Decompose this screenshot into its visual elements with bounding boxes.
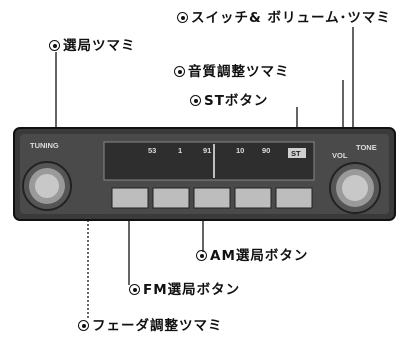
tuning-knob[interactable] xyxy=(22,161,72,211)
st-button[interactable] xyxy=(288,148,306,158)
dial-window xyxy=(103,141,315,181)
preset-button-4[interactable] xyxy=(234,187,272,209)
panel-tone-text: TONE xyxy=(356,143,377,152)
dial-number-1: 53 xyxy=(148,146,156,155)
panel-volume-text: VOL xyxy=(332,151,348,160)
preset-button-3[interactable] xyxy=(193,187,231,209)
fader-knob-label: フェーダ調整ツマミ xyxy=(78,318,223,334)
fm-buttons-label: FM選局ボタン xyxy=(129,282,240,298)
preset-button-5[interactable] xyxy=(275,187,313,209)
st-button-label: STボタン xyxy=(190,93,268,109)
bullet-icon xyxy=(196,250,207,261)
dial-number-3: 91 xyxy=(203,146,211,155)
panel-tuning-text: TUNING xyxy=(30,141,59,150)
dial-number-4: 10 xyxy=(236,146,244,155)
bullet-icon xyxy=(78,320,89,331)
dial-number-2: 1 xyxy=(178,146,182,155)
tuning-knob-label: 選局ツマミ xyxy=(49,38,136,54)
panel-st-text: ST xyxy=(291,149,301,158)
bullet-icon xyxy=(49,40,60,51)
dial-number-5: 90 xyxy=(262,146,270,155)
switch-volume-label: スイッチ& ボリューム･ツマミ xyxy=(177,10,391,26)
preset-button-1[interactable] xyxy=(111,187,149,209)
preset-button-2[interactable] xyxy=(152,187,190,209)
am-buttons-label: AM選局ボタン xyxy=(196,248,308,264)
volume-knob[interactable] xyxy=(329,162,381,214)
bullet-icon xyxy=(190,95,201,106)
bullet-icon xyxy=(177,12,188,23)
bullet-icon xyxy=(174,66,185,77)
bullet-icon xyxy=(129,284,140,295)
tone-knob-label: 音質調整ツマミ xyxy=(174,64,290,80)
